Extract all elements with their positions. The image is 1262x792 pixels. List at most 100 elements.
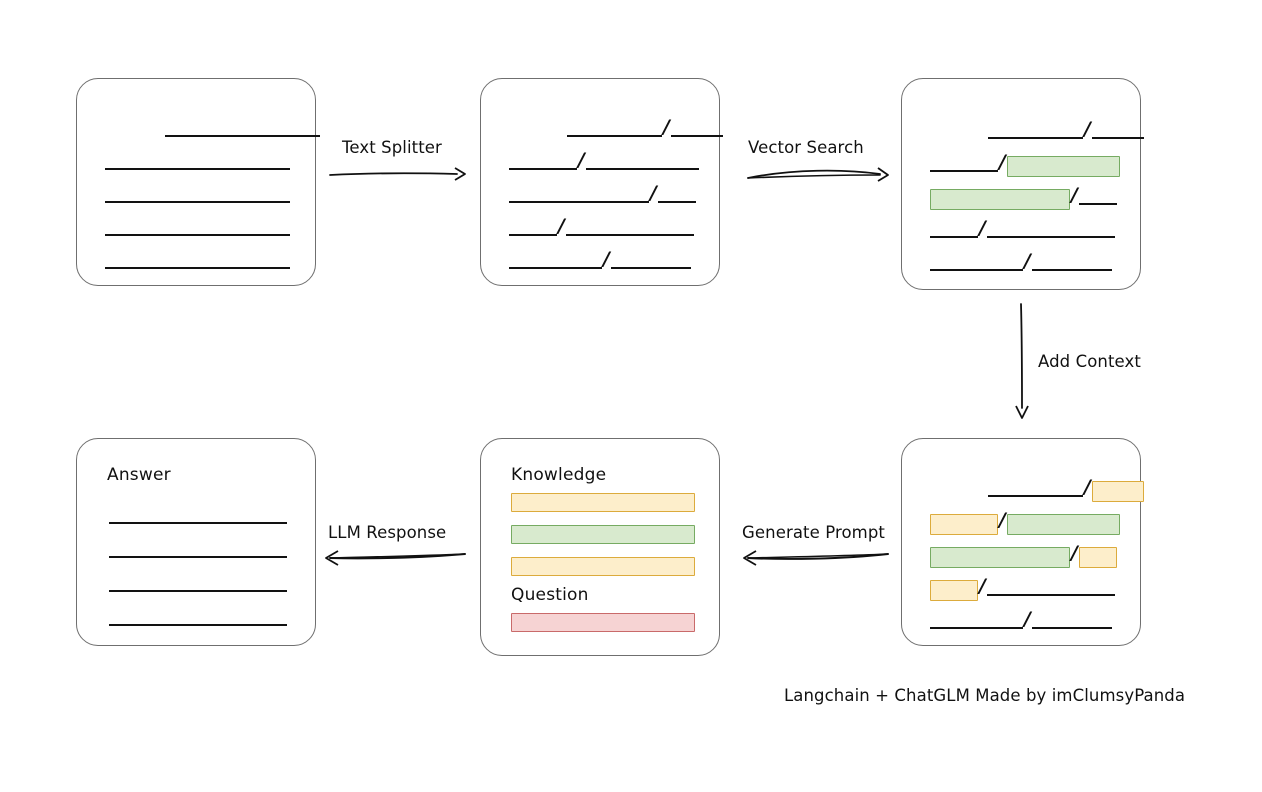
text-line-segment: [509, 267, 602, 269]
document-line: /: [930, 574, 1115, 601]
text-line-segment: [986, 236, 1115, 238]
source-document-card[interactable]: [76, 78, 320, 286]
text-line-segment: [509, 201, 649, 203]
segment-separator-slash: /: [999, 150, 1006, 173]
document-line: /: [930, 543, 1117, 568]
edge-generate-prompt: Generate Prompt: [738, 523, 889, 569]
edge-text-splitter-label: Text Splitter: [342, 138, 442, 157]
document-line: /: [930, 508, 1120, 535]
edge-llm-response-label: LLM Response: [328, 523, 447, 542]
answer-card[interactable]: Answer: [76, 438, 316, 646]
segment-separator-slash: /: [663, 115, 670, 138]
text-line-segment: [105, 201, 290, 203]
document-line: [105, 117, 320, 139]
document-line: /: [509, 183, 696, 205]
knowledge-bar-yellow: [511, 493, 695, 512]
document-line: /: [930, 183, 1117, 210]
segment-separator-slash: /: [558, 214, 565, 237]
text-line-segment: [657, 201, 696, 203]
text-line-segment: [509, 168, 577, 170]
footer-credit: Langchain + ChatGLM Made by imClumsyPand…: [784, 686, 1186, 705]
document-line: [105, 216, 290, 238]
text-line-segment: [109, 556, 287, 558]
text-line-segment: [988, 495, 1083, 497]
edge-vector-search: Vector Search: [747, 138, 889, 184]
segment-separator-slash: /: [1024, 607, 1031, 630]
segment-separator-slash: /: [603, 247, 610, 270]
text-line-segment: [930, 627, 1023, 629]
document-line: /: [930, 609, 1112, 631]
text-line-segment: [105, 234, 290, 236]
segment-separator-slash: /: [578, 148, 585, 171]
knowledge-label: Knowledge: [511, 465, 607, 485]
context-document-card[interactable]: / / / / /: [901, 438, 1144, 646]
text-line-segment: [105, 168, 290, 170]
document-line: [109, 538, 287, 560]
document-line: [109, 606, 287, 628]
document-line: /: [509, 117, 723, 139]
segment-separator-slash: /: [1084, 475, 1091, 498]
document-line: [105, 150, 290, 172]
document-line: /: [930, 251, 1112, 273]
document-line: /: [930, 119, 1144, 141]
source-document-lines: [77, 79, 320, 285]
text-line-segment: [109, 590, 287, 592]
text-line-segment: [1091, 137, 1144, 139]
document-line: /: [509, 249, 691, 271]
segment-separator-slash: /: [979, 216, 986, 239]
answer-card-lines: [77, 439, 315, 645]
prompt-card[interactable]: Knowledge Question: [480, 438, 720, 656]
document-line: [109, 504, 287, 526]
matched-document-card[interactable]: / / / / /: [901, 78, 1144, 290]
highlighted-chunk-yellow: [930, 580, 978, 601]
text-line-segment: [670, 135, 723, 137]
text-line-segment: [109, 522, 287, 524]
highlighted-chunk-green: [930, 547, 1070, 568]
split-document-lines: / / / / /: [481, 79, 723, 285]
matched-document-lines: / / / / /: [902, 79, 1144, 289]
edge-vector-search-label: Vector Search: [748, 138, 864, 157]
highlighted-chunk-yellow: [1078, 547, 1117, 568]
text-line-segment: [565, 234, 694, 236]
segment-separator-slash: /: [999, 508, 1006, 531]
knowledge-bar-yellow: [511, 557, 695, 576]
highlighted-chunk-green: [930, 189, 1070, 210]
segment-separator-slash: /: [1024, 249, 1031, 272]
segment-separator-slash: /: [1084, 117, 1091, 140]
text-line-segment: [930, 170, 998, 172]
question-bar-red: [511, 613, 695, 632]
segment-separator-slash: /: [1071, 183, 1078, 206]
edge-generate-prompt-label: Generate Prompt: [742, 523, 885, 542]
edge-add-context-label: Add Context: [1038, 352, 1141, 371]
answer-card-label: Answer: [107, 465, 171, 485]
segment-separator-slash: /: [650, 181, 657, 204]
split-document-card[interactable]: / / / / /: [480, 78, 723, 286]
segment-separator-slash: /: [979, 574, 986, 597]
knowledge-bar-green: [511, 525, 695, 544]
text-line-segment: [610, 267, 691, 269]
edge-add-context: Add Context: [1012, 303, 1141, 419]
highlighted-chunk-yellow: [930, 514, 998, 535]
document-line: [105, 183, 290, 205]
edge-text-splitter: Text Splitter: [329, 138, 466, 184]
highlighted-chunk-green: [1006, 514, 1120, 535]
text-line-segment: [1031, 627, 1112, 629]
text-line-segment: [567, 135, 662, 137]
text-line-segment: [1031, 269, 1112, 271]
document-line: /: [930, 475, 1144, 502]
text-line-segment: [1078, 203, 1117, 205]
text-line-segment: [165, 135, 320, 137]
text-line-segment: [105, 267, 290, 269]
document-line: /: [930, 218, 1115, 240]
edge-llm-response: LLM Response: [320, 523, 466, 569]
text-line-segment: [930, 269, 1023, 271]
text-line-segment: [988, 137, 1083, 139]
document-line: [105, 249, 290, 271]
text-line-segment: [930, 236, 978, 238]
highlighted-chunk-green: [1006, 156, 1120, 177]
document-line: /: [930, 150, 1120, 177]
document-line: /: [509, 216, 694, 238]
highlighted-chunk-yellow: [1091, 481, 1144, 502]
document-line: /: [509, 150, 699, 172]
